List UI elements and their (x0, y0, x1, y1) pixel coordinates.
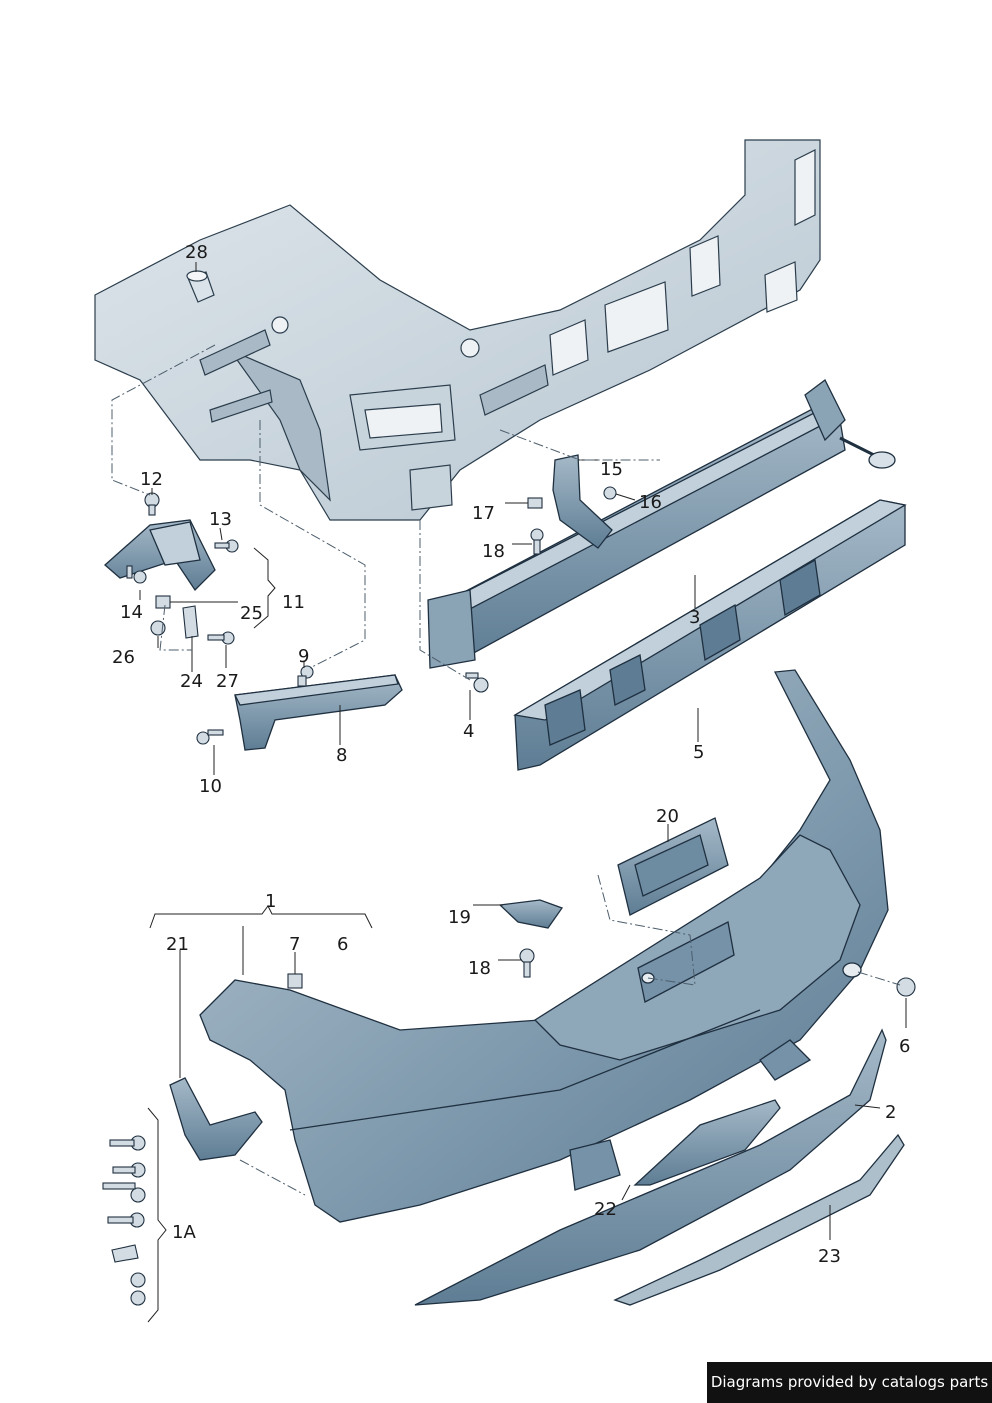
screw-icon (109, 1135, 146, 1151)
label-25: 25 (240, 603, 263, 624)
nut-icon (603, 486, 617, 500)
screw-icon (102, 1182, 146, 1203)
label-22: 22 (594, 1199, 617, 1220)
label-12: 12 (140, 469, 163, 490)
rear-body-structure (94, 139, 821, 521)
fasteners (102, 486, 916, 1306)
label-28: 28 (185, 242, 208, 263)
impact-absorber-5 (513, 499, 907, 771)
clip-icon (111, 1244, 139, 1263)
label-7: 7 (289, 934, 300, 955)
label-16: 16 (639, 492, 662, 513)
label-18-upper: 18 (482, 541, 505, 562)
label-17: 17 (472, 503, 495, 524)
bracket-11 (104, 519, 216, 592)
license-plate-holder-20 (617, 817, 729, 916)
label-6-right: 6 (899, 1036, 910, 1057)
screw-icon (112, 1162, 146, 1178)
screw-icon (107, 1212, 145, 1228)
trim-strip-23 (613, 1133, 905, 1306)
label-26: 26 (112, 647, 135, 668)
screw-icon (207, 631, 235, 645)
clip-icon (287, 973, 303, 989)
screw-icon (126, 565, 147, 584)
label-15: 15 (600, 459, 623, 480)
screw-icon (144, 492, 160, 516)
label-11: 11 (282, 592, 305, 613)
clip-icon (182, 605, 199, 639)
label-14: 14 (120, 602, 143, 623)
screw-icon (196, 729, 224, 745)
guide-15 (552, 454, 613, 549)
label-27: 27 (216, 671, 239, 692)
clip-icon (527, 497, 543, 509)
screw-icon (519, 948, 535, 978)
guide-8 (234, 674, 403, 751)
screw-icon (465, 672, 489, 693)
label-5: 5 (693, 742, 704, 763)
credit-banner[interactable]: Diagrams provided by catalogs parts (707, 1362, 992, 1403)
label-3: 3 (689, 607, 700, 628)
label-2: 2 (885, 1102, 896, 1123)
label-6-left: 6 (337, 934, 348, 955)
spoiler-2 (414, 1028, 887, 1306)
label-10: 10 (199, 776, 222, 797)
label-1a: 1A (172, 1222, 196, 1243)
plug-28 (186, 270, 215, 303)
grille-22 (633, 1099, 781, 1186)
label-18-lower: 18 (468, 958, 491, 979)
clip-icon (130, 1290, 146, 1306)
clip-icon (130, 1272, 146, 1288)
label-8: 8 (336, 745, 347, 766)
label-4: 4 (463, 721, 474, 742)
cap-icon (896, 977, 916, 997)
label-9: 9 (298, 646, 309, 667)
label-19: 19 (448, 907, 471, 928)
label-21: 21 (166, 934, 189, 955)
label-1: 1 (265, 891, 276, 912)
label-13: 13 (209, 509, 232, 530)
assembly-lines (111, 344, 901, 1196)
bumper-cover-1 (199, 669, 889, 1223)
label-20: 20 (656, 806, 679, 827)
label-24: 24 (180, 671, 203, 692)
deflector-21 (169, 1077, 263, 1161)
part-labels: 28 12 13 14 25 11 26 24 27 9 8 10 4 3 5 … (112, 242, 910, 1267)
screw-icon (297, 665, 314, 687)
bumper-carrier-3 (427, 379, 896, 669)
screw-icon (530, 528, 544, 555)
nut-icon (150, 620, 166, 636)
leader-lines (139, 262, 907, 1323)
label-23: 23 (818, 1246, 841, 1267)
screw-icon (214, 539, 239, 553)
bracket-19 (498, 899, 564, 929)
clip-icon (155, 595, 171, 609)
